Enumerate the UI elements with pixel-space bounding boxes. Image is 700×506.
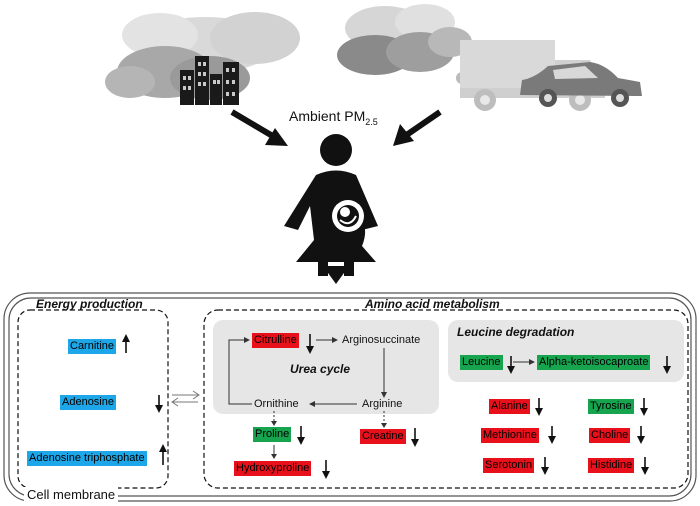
trend-arrows xyxy=(122,334,671,479)
metabolite-alanine: Alanine xyxy=(489,399,530,414)
urea-cycle-arrowheads xyxy=(244,337,535,459)
cell-membrane-outline xyxy=(3,292,697,502)
metabolite-proline: Proline xyxy=(253,427,292,442)
traffic-smog-cloud-icon xyxy=(337,4,476,92)
metabolite-arginosuccinate: Arginosuccinate xyxy=(342,334,421,346)
cell-membrane-label: Cell membrane xyxy=(24,487,119,502)
pregnant-woman-icon xyxy=(284,134,378,276)
metabolite-hydroxyproline: Hydroxyproline xyxy=(234,461,312,476)
city-buildings-icon xyxy=(180,56,239,105)
metabolite-choline: Choline xyxy=(589,428,631,443)
metabolite-carnitine: Carnitine xyxy=(68,339,117,354)
metabolite-methionine: Methionine xyxy=(481,428,539,443)
metabolite-serotonin: Serotonin xyxy=(483,458,535,473)
metabolite-tyrosine: Tyrosine xyxy=(588,399,634,414)
down-arrow-icon xyxy=(323,266,349,284)
metabolite-creatine: Creatine xyxy=(360,429,406,444)
metabolite-leucine: Leucine xyxy=(460,355,503,370)
exposure-arrow-left-icon xyxy=(230,109,288,146)
metabolite-arginine: Arginine xyxy=(362,398,403,410)
metabolite-histidine: Histidine xyxy=(588,458,635,473)
amino-acid-metabolism-header: Amino acid metabolism xyxy=(365,297,500,311)
pm25-title-main: Ambient PM xyxy=(289,108,366,124)
leucine-degradation-header: Leucine degradation xyxy=(457,325,575,339)
metabolite-adenosine-triphosphate: Adenosine triphosphate xyxy=(27,451,147,466)
energy-production-header: Energy production xyxy=(36,297,143,311)
urea-cycle-header: Urea cycle xyxy=(290,362,351,376)
exchange-arrows-icon xyxy=(171,390,200,407)
metabolite-ornithine: Ornithine xyxy=(254,398,299,410)
metabolite-adenosine: Adenosine xyxy=(60,395,116,410)
car-icon xyxy=(520,62,642,107)
metabolite-citrulline: Citrulline xyxy=(252,333,299,348)
metabolite-alpha-ketoisocaproate: Alpha-ketoisocaproate xyxy=(537,355,651,370)
pm25-title-subscript: 2.5 xyxy=(365,116,378,127)
amino-acid-box xyxy=(203,309,689,489)
exposure-arrow-right-icon xyxy=(393,109,442,146)
pm25-title: Ambient PM2.5 xyxy=(289,108,378,127)
